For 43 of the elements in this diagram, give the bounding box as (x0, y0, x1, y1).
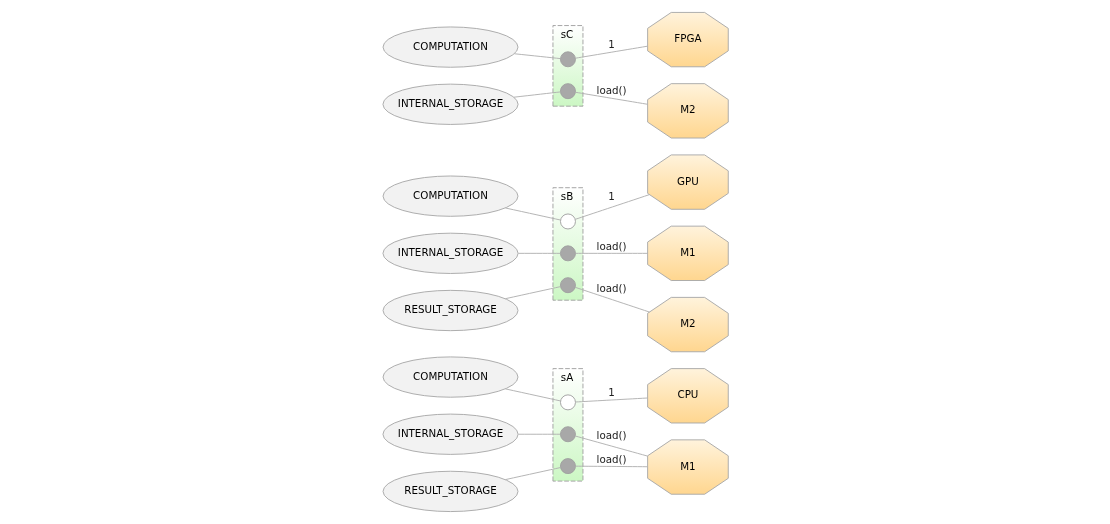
connector (504, 467, 561, 481)
connector (504, 286, 561, 300)
connector (517, 252, 561, 254)
edge-label: 1 (607, 37, 615, 50)
node-ellipse: INTERNAL_STORAGE (381, 413, 519, 455)
edge-label: load() (596, 281, 627, 294)
connector (574, 252, 648, 254)
node-circle (559, 277, 576, 294)
node-circle (559, 245, 576, 262)
connector (574, 435, 648, 457)
node-circle (559, 213, 576, 230)
node-ellipse: COMPUTATION (382, 175, 518, 217)
node-circle (559, 83, 576, 100)
connector (517, 433, 561, 435)
edge-label: load() (596, 83, 627, 96)
connector (504, 388, 561, 402)
node-circle (559, 426, 576, 443)
connector (574, 286, 650, 313)
node-ellipse: INTERNAL_STORAGE (381, 232, 519, 274)
node-ellipse: RESULT_STORAGE (382, 289, 518, 332)
edge-label: load() (596, 453, 627, 466)
node-ellipse: COMPUTATION (382, 356, 518, 398)
edge-label: 1 (607, 385, 615, 398)
connector (513, 53, 561, 60)
cluster: sA (552, 368, 583, 482)
connector (574, 194, 650, 220)
connector (574, 91, 648, 105)
connector (504, 207, 561, 221)
node-circle (559, 51, 576, 68)
edge-label: 1 (607, 189, 615, 202)
node-ellipse: COMPUTATION (382, 26, 518, 68)
connector (574, 465, 648, 468)
node-circle (559, 394, 576, 411)
cluster: sC (552, 25, 583, 107)
edge-label: load() (596, 240, 627, 253)
connector (574, 397, 648, 403)
node-ellipse: INTERNAL_STORAGE (381, 83, 519, 125)
connector (574, 45, 648, 59)
node-circle (559, 458, 576, 475)
edge-label: load() (596, 428, 627, 441)
node-ellipse: RESULT_STORAGE (382, 470, 518, 513)
cluster: sB (552, 187, 583, 301)
connector (513, 91, 561, 98)
